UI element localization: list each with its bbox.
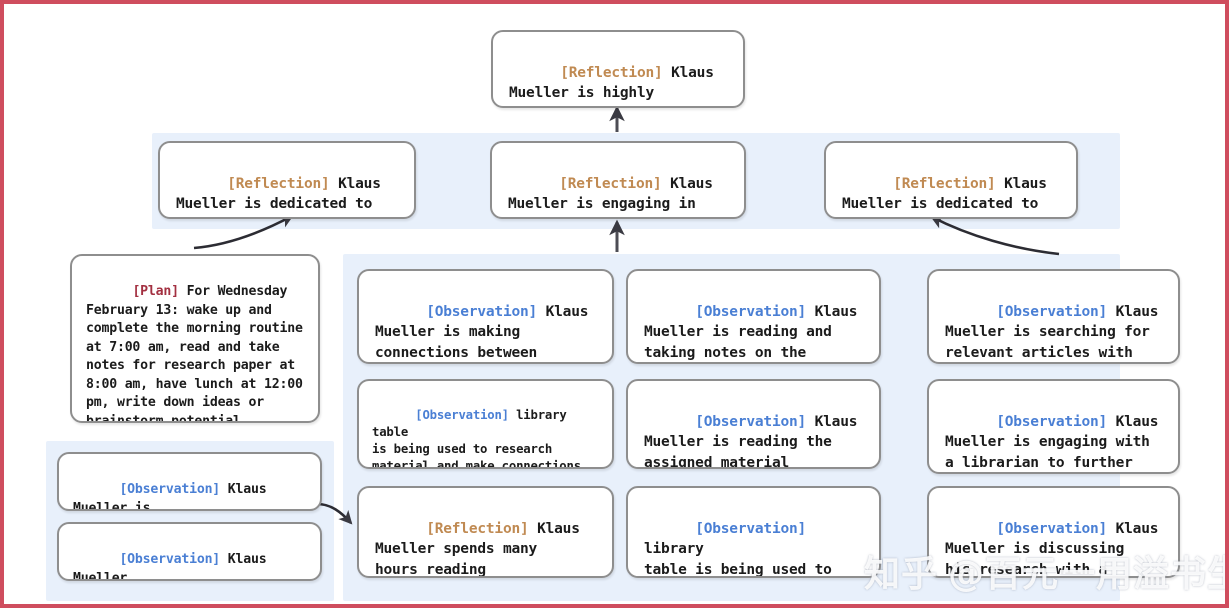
observation-tag: [Observation] (119, 552, 221, 568)
observation-tag: [Observation] (996, 303, 1108, 320)
column-three-node-1[interactable]: [Observation] Klaus Mueller is searching… (927, 269, 1180, 364)
left-observation-node-1[interactable]: [Observation] Klaus Mueller is reading a… (57, 452, 322, 511)
plan-tag: [Plan] (132, 284, 179, 300)
reflection-tag: [Reflection] (426, 520, 529, 537)
reflection-2-text: Klaus Mueller is engaging in research ac… (508, 175, 713, 217)
reflection-3-text: Klaus Mueller is dedicated to research (842, 175, 1047, 217)
observation-tag: [Observation] (426, 303, 538, 320)
column-two-node-2[interactable]: [Observation] Klaus Mueller is reading t… (626, 379, 881, 469)
left-observation-2-text: Klaus Mueller is reading about urban des… (73, 552, 267, 581)
column-one-node-2[interactable]: [Observation] library table is being use… (357, 379, 614, 469)
column-three-1-text: Klaus Mueller is searching for relevant … (945, 303, 1159, 361)
observation-tag: [Observation] (695, 520, 807, 537)
column-one-node-1[interactable]: [Observation] Klaus Mueller is making co… (357, 269, 614, 364)
observation-tag: [Observation] (996, 520, 1108, 537)
left-observation-1-text: Klaus Mueller is reading about gentrific… (73, 482, 267, 511)
reflection-tag: [Reflection] (893, 175, 996, 192)
observation-tag: [Observation] (695, 303, 807, 320)
column-one-1-text: Klaus Mueller is making connections betw… (375, 303, 589, 361)
column-two-1-text: Klaus Mueller is reading and taking note… (644, 303, 858, 361)
reflection-1-text: Klaus Mueller is dedicated to research (176, 175, 381, 217)
column-two-node-1[interactable]: [Observation] Klaus Mueller is reading a… (626, 269, 881, 364)
column-two-node-3[interactable]: [Observation] library table is being use… (626, 486, 881, 578)
reflection-tag: [Reflection] (227, 175, 330, 192)
column-three-node-3[interactable]: [Observation] Klaus Mueller is discussin… (927, 486, 1180, 578)
root-reflection-text: Klaus Mueller is highly dedicated to res… (509, 64, 714, 106)
reflection-node-1[interactable]: [Reflection] Klaus Mueller is dedicated … (158, 141, 416, 219)
reflection-node-3[interactable]: [Reflection] Klaus Mueller is dedicated … (824, 141, 1078, 219)
column-two-2-text: Klaus Mueller is reading the assigned ma… (644, 413, 858, 469)
reflection-tag: [Reflection] (560, 64, 663, 81)
plan-text: For Wednesday February 13: wake up and c… (86, 284, 303, 423)
column-three-2-text: Klaus Mueller is engaging with a librari… (945, 413, 1159, 471)
reflection-tag: [Reflection] (559, 175, 662, 192)
column-two-3-text: library table is being used to discuss r… (644, 541, 832, 578)
plan-node[interactable]: [Plan] For Wednesday February 13: wake u… (70, 254, 320, 423)
column-one-2-text: library table is being used to research … (372, 407, 581, 469)
diagram-canvas: [Reflection] Klaus Mueller is highly ded… (4, 4, 1225, 604)
reflection-node-2[interactable]: [Reflection] Klaus Mueller is engaging i… (490, 141, 746, 219)
observation-tag: [Observation] (415, 407, 509, 422)
column-three-3-text: Klaus Mueller is discussing his research… (945, 520, 1159, 578)
root-reflection-node[interactable]: [Reflection] Klaus Mueller is highly ded… (491, 30, 745, 108)
left-observation-node-2[interactable]: [Observation] Klaus Mueller is reading a… (57, 522, 322, 581)
observation-tag: [Observation] (996, 413, 1108, 430)
observation-tag: [Observation] (695, 413, 807, 430)
column-one-node-3[interactable]: [Reflection] Klaus Mueller spends many h… (357, 486, 614, 578)
observation-tag: [Observation] (119, 482, 221, 498)
column-three-node-2[interactable]: [Observation] Klaus Mueller is engaging … (927, 379, 1180, 474)
column-one-3-text: Klaus Mueller spends many hours reading (375, 520, 580, 578)
